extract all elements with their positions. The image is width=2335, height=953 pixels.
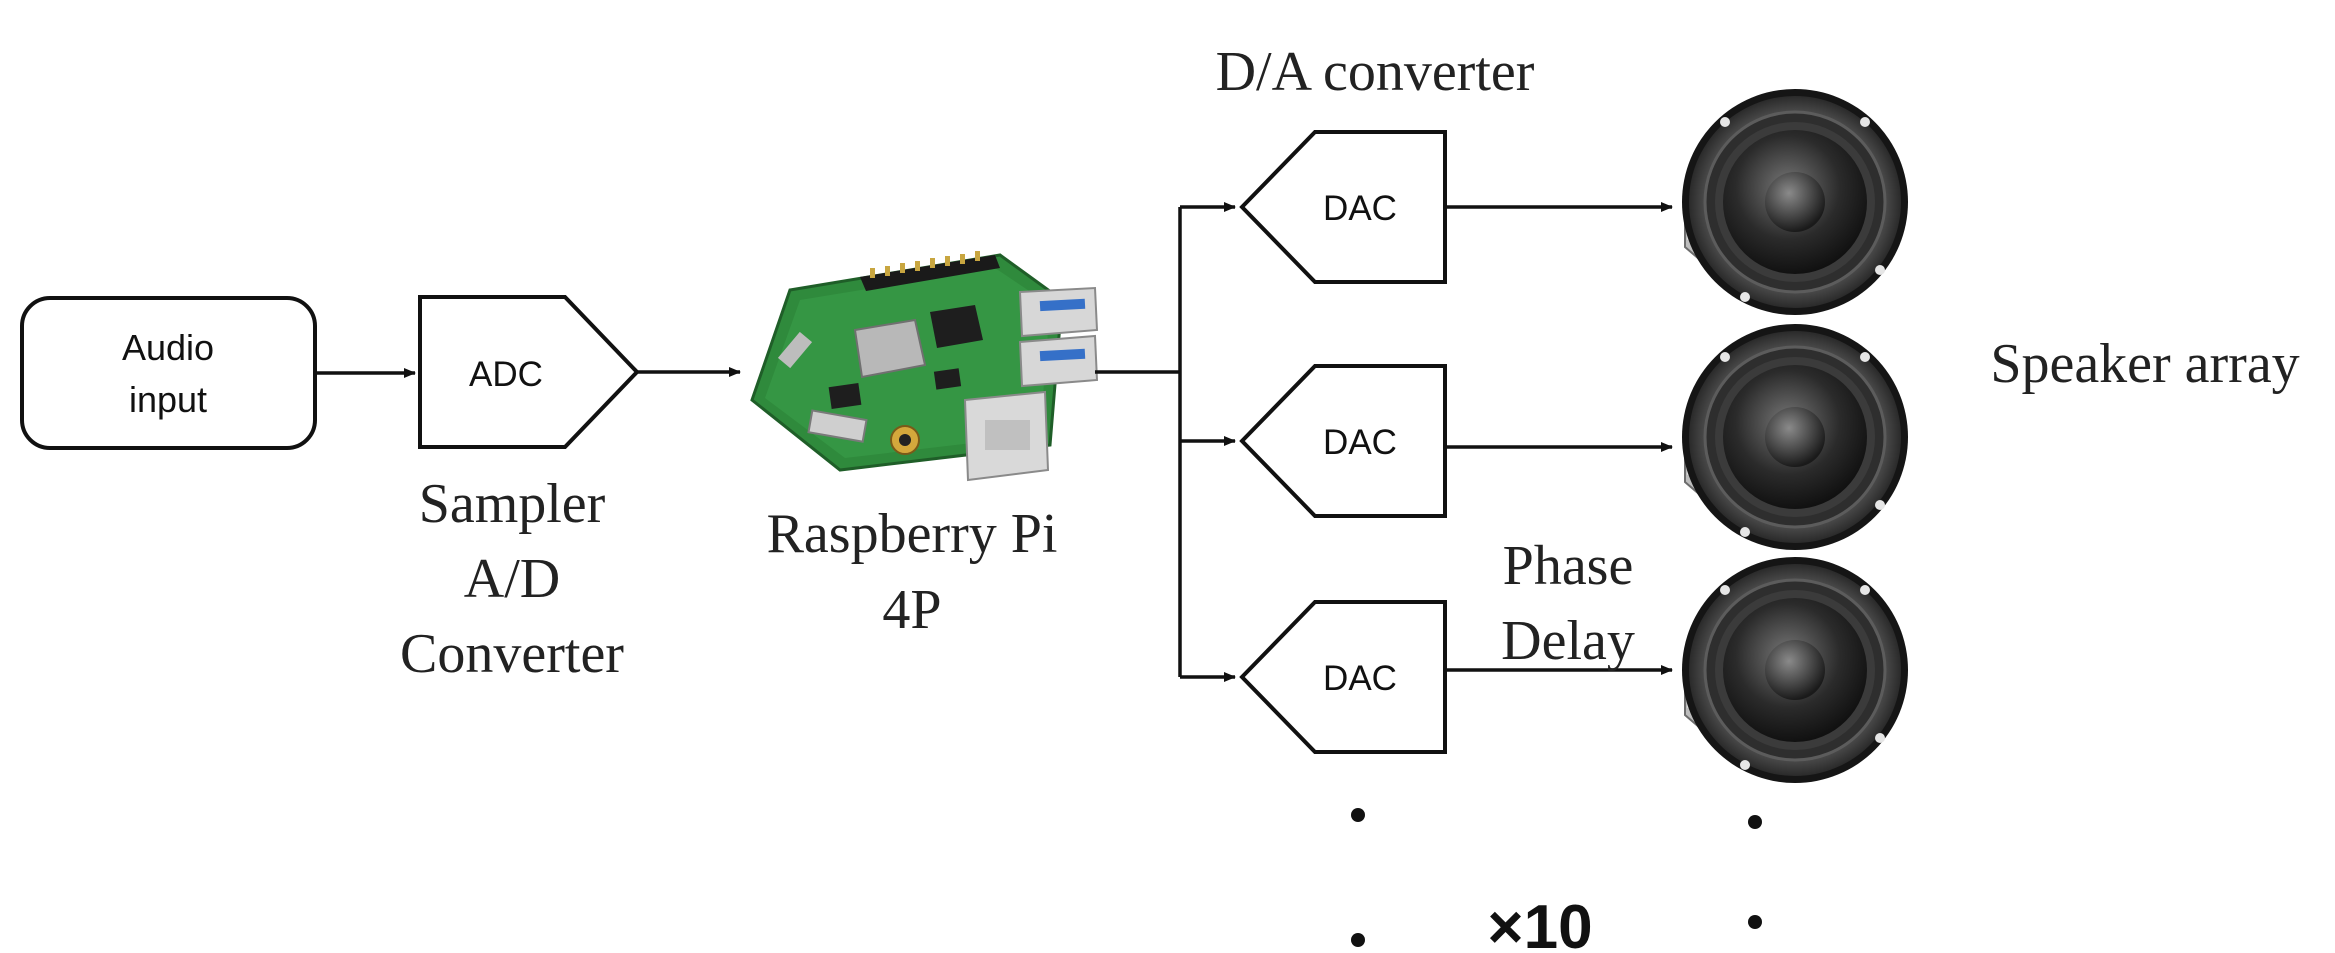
sampler-caption-line2: A/D	[464, 548, 560, 610]
sampler-caption-line1: Sampler	[419, 473, 606, 535]
audio-input-box	[20, 296, 317, 450]
dac-label-1: DAC	[1323, 189, 1397, 228]
dac-block-3: DAC	[1239, 600, 1447, 754]
speaker-icon	[1680, 555, 1910, 785]
phase-delay-caption: Phase Delay	[1501, 535, 1635, 672]
da-converter-caption: D/A converter	[1216, 41, 1535, 103]
continuation-dot-dac-1	[1351, 808, 1365, 822]
dac-block-2: DAC	[1239, 364, 1447, 518]
audio-input-label-line2: input	[129, 379, 207, 420]
raspberry-pi-caption-line1: Raspberry Pi	[767, 503, 1058, 565]
speaker-icon	[1680, 322, 1910, 552]
speaker-array-caption: Speaker array	[1990, 333, 2299, 395]
phase-delay-caption-line2: Delay	[1501, 610, 1635, 672]
continuation-dot-speaker-1	[1748, 815, 1762, 829]
dac-label-3: DAC	[1323, 659, 1397, 698]
multiplier-label: ×10	[1487, 893, 1592, 953]
sampler-caption: Sampler A/D Converter	[400, 473, 624, 685]
dac-shape-3	[1239, 600, 1447, 754]
phase-delay-caption-line1: Phase	[1503, 535, 1634, 597]
adc-shape	[418, 295, 640, 449]
raspberry-pi-caption: Raspberry Pi 4P	[767, 503, 1058, 641]
dac-block-1: DAC	[1239, 130, 1447, 284]
continuation-dot-dac-2	[1351, 933, 1365, 947]
dac-shape-2	[1239, 364, 1447, 518]
speaker-icon	[1680, 87, 1910, 317]
audio-input-label-line1: Audio	[122, 327, 214, 368]
dac-label-2: DAC	[1323, 423, 1397, 462]
audio-input-block: Audio input	[20, 296, 317, 450]
adc-block: ADC	[418, 295, 640, 449]
raspberry-pi-board-icon	[750, 251, 1099, 482]
continuation-dot-speaker-2	[1748, 915, 1762, 929]
sampler-caption-line3: Converter	[400, 623, 624, 685]
adc-label: ADC	[469, 355, 543, 394]
raspberry-pi-caption-line2: 4P	[882, 579, 941, 641]
